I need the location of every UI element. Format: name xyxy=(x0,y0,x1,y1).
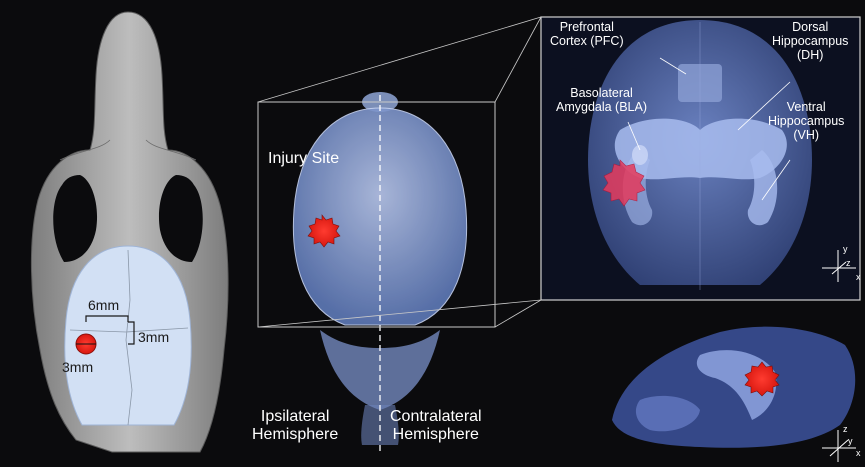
pfc-label: Prefrontal Cortex (PFC) xyxy=(550,20,624,48)
contralateral-label: Contralateral Hemisphere xyxy=(390,408,482,444)
bla-label: Basolateral Amygdala (BLA) xyxy=(556,86,647,114)
injury-site-label: Injury Site xyxy=(268,150,339,168)
depth-label: 3mm xyxy=(138,330,169,346)
width-label: 6mm xyxy=(88,298,119,314)
axis-y-label-bottom: y xyxy=(848,436,853,446)
axis-z-label-bottom: z xyxy=(843,424,848,434)
axis-y-label-top: y xyxy=(843,244,848,254)
dh-label: Dorsal Hippocampus (DH) xyxy=(772,20,848,62)
dorsal-brain-illustration xyxy=(293,92,466,455)
ipsilateral-label: Ipsilateral Hemisphere xyxy=(252,408,338,444)
bla-structure xyxy=(632,145,648,165)
sagittal-brain-illustration xyxy=(612,327,856,462)
vh-label: Ventral Hippocampus (VH) xyxy=(768,100,844,142)
axis-z-label-top: z xyxy=(846,258,851,268)
axis-x-label-top: x xyxy=(856,272,861,282)
skull-illustration xyxy=(31,12,228,452)
projection-line-top xyxy=(258,17,541,102)
axis-x-label-bottom: x xyxy=(856,448,861,458)
projection-line-top-right xyxy=(495,17,541,102)
diameter-label: 3mm xyxy=(62,360,93,376)
